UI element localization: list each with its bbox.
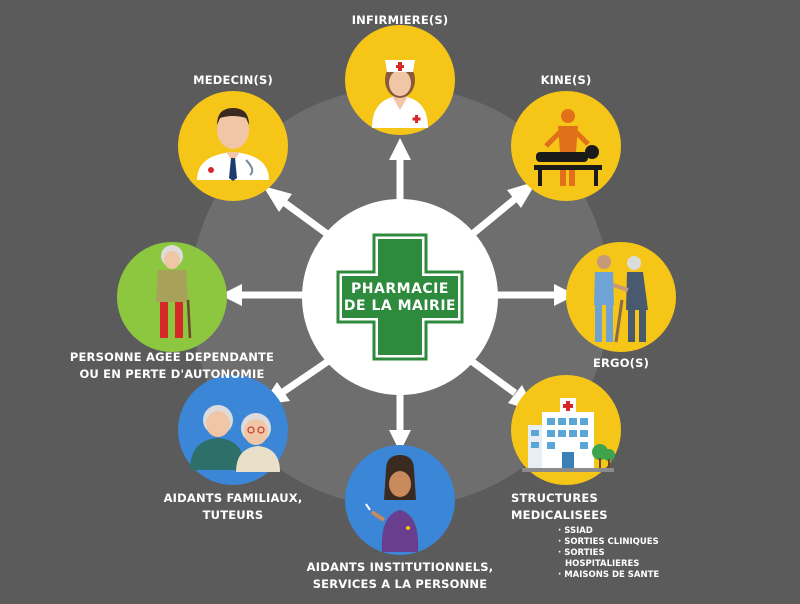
arrow-to-infirmieres (389, 138, 411, 200)
node-ergo (566, 242, 676, 352)
label-aidants-familiaux: AIDANTS FAMILIAUX, TUTEURS (143, 490, 323, 524)
center-title-line2: DE LA MAIRIE (344, 298, 456, 314)
label-personne-line1: PERSONNE AGEE DEPENDANTE (69, 350, 275, 364)
structures-item: · SORTIES CLINIQUES (558, 537, 659, 547)
arrow-to-personne (220, 284, 305, 306)
center-title-line1: PHARMACIE (351, 281, 449, 297)
label-ergo: ERGO(S) (592, 356, 650, 370)
node-medecins (178, 91, 288, 201)
hospital-icon (522, 398, 615, 472)
label-personne-line2: OU EN PERTE D'AUTONOMIE (79, 367, 265, 381)
arrow-to-aidants-institutionnels (389, 392, 411, 452)
label-aidants-institutionnels-line1: AIDANTS INSTITUTIONNELS, (306, 560, 494, 574)
structures-item: · MAISONS DE SANTE (558, 570, 660, 580)
node-kine (511, 91, 621, 201)
doctor-icon (197, 108, 269, 181)
label-aidants-institutionnels: AIDANTS INSTITUTIONNELS, SERVICES A LA P… (300, 559, 500, 593)
center-node: PHARMACIE DE LA MAIRIE (302, 199, 498, 395)
label-infirmieres: INFIRMIERE(S) (351, 13, 449, 27)
nurse-icon (372, 60, 428, 128)
arrows (220, 138, 576, 452)
arrow-to-kine (467, 181, 537, 239)
label-personne: PERSONNE AGEE DEPENDANTE OU EN PERTE D'A… (62, 349, 282, 383)
structures-item: · SORTIES (558, 548, 605, 558)
label-structures-line2: MEDICALISEES (511, 508, 608, 522)
arrow-to-ergo (495, 284, 576, 306)
elderly-person-icon (156, 245, 192, 339)
label-aidants-institutionnels-line2: SERVICES A LA PERSONNE (312, 577, 488, 591)
label-aidants-familiaux-line2: TUTEURS (202, 508, 264, 522)
structures-item: · SSIAD (558, 526, 593, 536)
physiotherapist-icon (534, 109, 602, 186)
arrow-to-medecins (263, 186, 333, 239)
pharmacy-cross-icon (336, 233, 464, 361)
label-structures-line1: STRUCTURES (511, 491, 598, 505)
caregiver-icon (365, 455, 419, 552)
label-structures: STRUCTURES MEDICALISEES (511, 490, 651, 524)
label-kine: KINE(S) (540, 73, 592, 87)
elderly-couple-icon (190, 405, 280, 472)
structures-list: · SSIAD · SORTIES CLINIQUES · SORTIES HO… (558, 526, 688, 581)
structures-item: HOSPITALIERES (565, 559, 640, 569)
node-infirmieres (345, 25, 455, 135)
node-aidants-familiaux (178, 375, 288, 485)
node-personne (117, 242, 227, 352)
occupational-therapist-icon (594, 255, 648, 343)
node-aidants-institutionnels (345, 445, 455, 555)
label-aidants-familiaux-line1: AIDANTS FAMILIAUX, (163, 491, 303, 505)
node-structures (511, 375, 621, 485)
label-medecins: MEDECIN(S) (193, 73, 273, 87)
